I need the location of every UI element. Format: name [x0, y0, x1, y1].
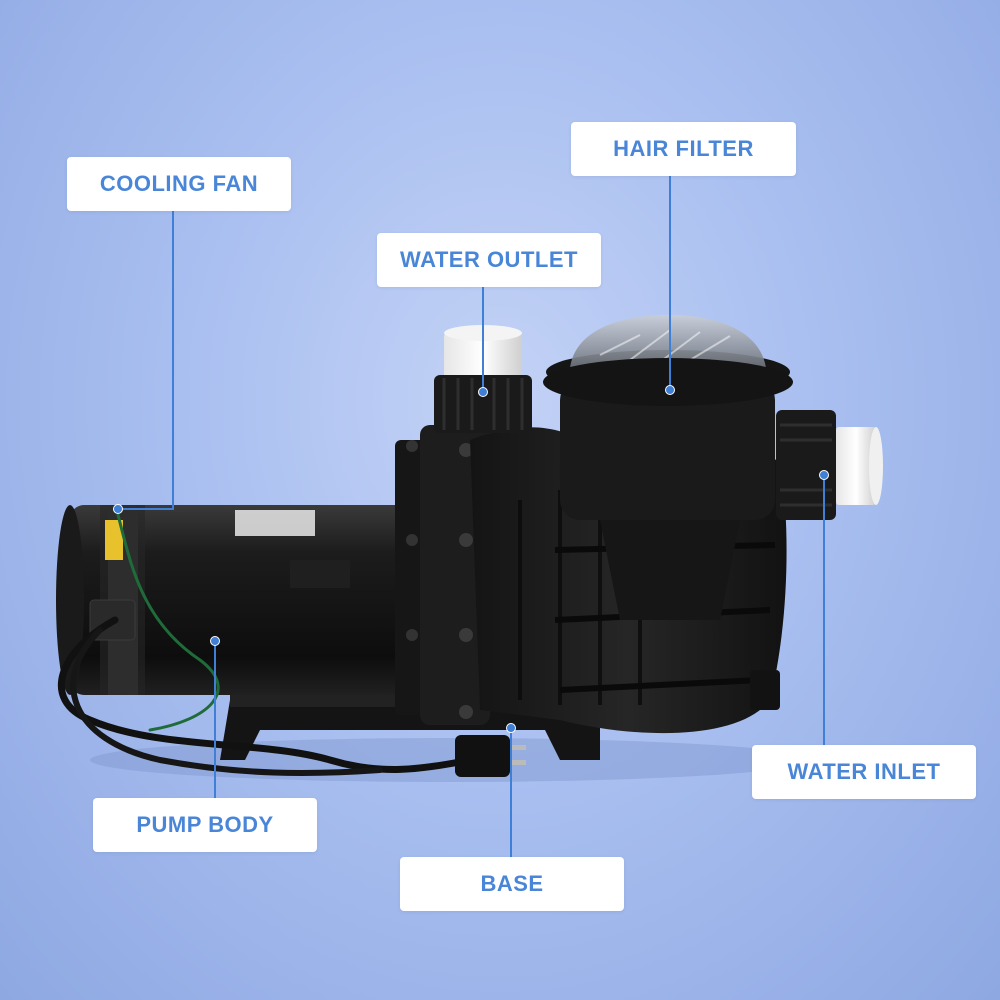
- pump-body-dot: [210, 636, 220, 646]
- drain-plug: [750, 670, 780, 710]
- power-plug: [455, 735, 526, 777]
- water-outlet-dot: [478, 387, 488, 397]
- base-leader: [510, 727, 512, 857]
- cooling-fan-dot: [113, 504, 123, 514]
- cooling-fan-leader: [172, 211, 174, 509]
- cooling-fan-leader-horizontal: [118, 508, 174, 510]
- pump-body-leader: [214, 640, 216, 798]
- base-label: BASE: [400, 857, 624, 911]
- base-dot: [506, 723, 516, 733]
- hair-filter-label: HAIR FILTER: [571, 122, 796, 176]
- hair-filter-dot: [665, 385, 675, 395]
- strainer-housing: [560, 380, 775, 620]
- water-outlet-label: WATER OUTLET: [377, 233, 601, 287]
- hair-filter-leader: [669, 175, 671, 388]
- water-inlet-leader: [823, 474, 825, 745]
- water-inlet-pipe: [776, 410, 883, 520]
- motor-body: [56, 505, 410, 695]
- pump-body-label: PUMP BODY: [93, 798, 317, 852]
- water-outlet-leader: [482, 287, 484, 391]
- water-inlet-dot: [819, 470, 829, 480]
- power-cord: [58, 513, 474, 776]
- cooling-fan-label: COOLING FAN: [67, 157, 291, 211]
- water-inlet-label: WATER INLET: [752, 745, 976, 799]
- hair-filter-lid: [543, 315, 793, 406]
